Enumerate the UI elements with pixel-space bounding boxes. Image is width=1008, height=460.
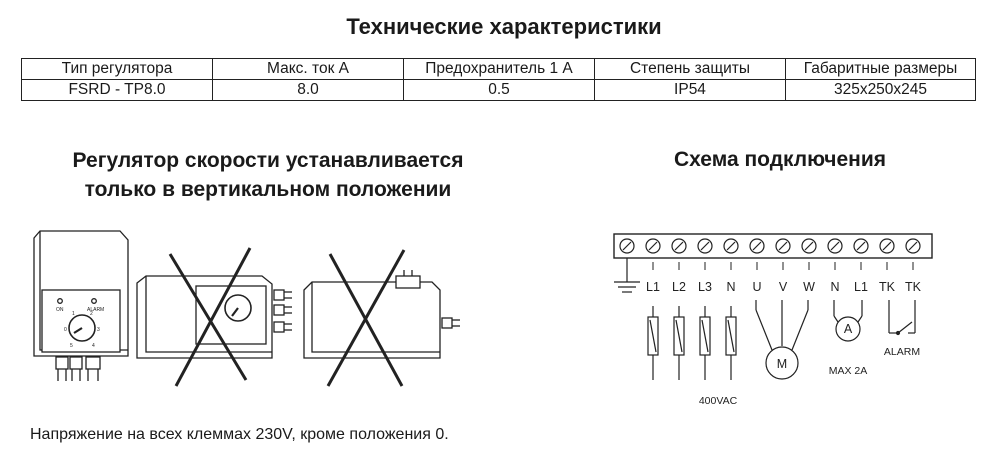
terminal-label-l3: L3 — [698, 280, 712, 294]
table-cell: FSRD - TP8.0 — [21, 79, 213, 101]
table-row: FSRD - TP8.0 8.0 0.5 IP54 325x250x245 — [21, 79, 976, 101]
mounting-heading-line1: Регулятор скорости устанавливается — [72, 149, 464, 172]
page-title: Технические характеристики — [346, 14, 662, 39]
max-current-label: MAX 2A — [829, 365, 868, 377]
terminal-block — [613, 233, 933, 259]
supply-voltage-label: 400VAC — [699, 395, 738, 407]
terminal-label-w: W — [803, 280, 815, 294]
fuse-symbols — [647, 306, 737, 380]
device-upright-illustration: ON ALARM 0 1 2 3 4 5 — [33, 230, 129, 381]
terminal-label-l1: L1 — [646, 280, 660, 294]
specs-table: Тип регулятора Макс. ток A Предохранител… — [21, 58, 976, 101]
alarm-label: ALARM — [884, 346, 920, 358]
terminal-label-tk: TK — [879, 280, 896, 294]
svg-text:4: 4 — [92, 343, 95, 349]
terminal-label-v: V — [779, 280, 788, 294]
device-flat-illustration — [303, 249, 460, 387]
terminal-label-tk: TK — [905, 280, 922, 294]
terminal-label-l1: L1 — [854, 280, 868, 294]
table-header-row: Тип регулятора Макс. ток A Предохранител… — [21, 58, 976, 80]
terminal-screw-slot — [856, 241, 866, 251]
motor-label: M — [777, 357, 787, 371]
terminal-screw-slot — [700, 241, 710, 251]
ground-symbol — [614, 258, 640, 293]
header-cell: Тип регулятора — [21, 58, 213, 80]
terminal-screw-slot — [726, 241, 736, 251]
terminal-screw-slot — [882, 241, 892, 251]
table-cell: 8.0 — [212, 79, 404, 101]
svg-text:1: 1 — [72, 311, 75, 317]
terminal-screw-slot — [804, 241, 814, 251]
motor-symbol — [755, 300, 809, 380]
ammeter-symbol — [833, 300, 863, 342]
table-cell: 325x250x245 — [785, 79, 976, 101]
wiring-diagram — [613, 233, 933, 380]
terminal-screw-slot — [674, 241, 684, 251]
header-cell: Габаритные размеры — [785, 58, 976, 80]
terminal-label-n: N — [830, 280, 839, 294]
table-cell: 0.5 — [403, 79, 595, 101]
terminal-screw-slot — [752, 241, 762, 251]
terminal-label-u: U — [752, 280, 761, 294]
mounting-heading-line2: только в вертикальном положении — [84, 178, 452, 201]
footnote: Напряжение на всех клеммах 230V, кроме п… — [30, 426, 449, 443]
device-alarm-label: ALARM — [87, 307, 104, 313]
alarm-contact-symbol — [888, 300, 916, 336]
svg-text:2: 2 — [90, 311, 93, 317]
device-on-label: ON — [56, 307, 64, 313]
device-sideways-illustration — [136, 247, 292, 387]
terminal-label-n: N — [726, 280, 735, 294]
terminal-screw-slot — [830, 241, 840, 251]
svg-text:5: 5 — [70, 343, 73, 349]
mounting-heading: Регулятор скорости устанавливается тольк… — [0, 146, 536, 204]
terminal-screw-slot — [908, 241, 918, 251]
wiring-heading: Схема подключения — [673, 148, 887, 171]
svg-text:3: 3 — [97, 327, 100, 333]
terminal-screw-slot — [648, 241, 658, 251]
terminal-label-l2: L2 — [672, 280, 686, 294]
svg-text:0: 0 — [64, 327, 67, 333]
ammeter-label: A — [844, 322, 853, 336]
terminal-screw-slot — [622, 241, 632, 251]
terminal-screw-slot — [778, 241, 788, 251]
